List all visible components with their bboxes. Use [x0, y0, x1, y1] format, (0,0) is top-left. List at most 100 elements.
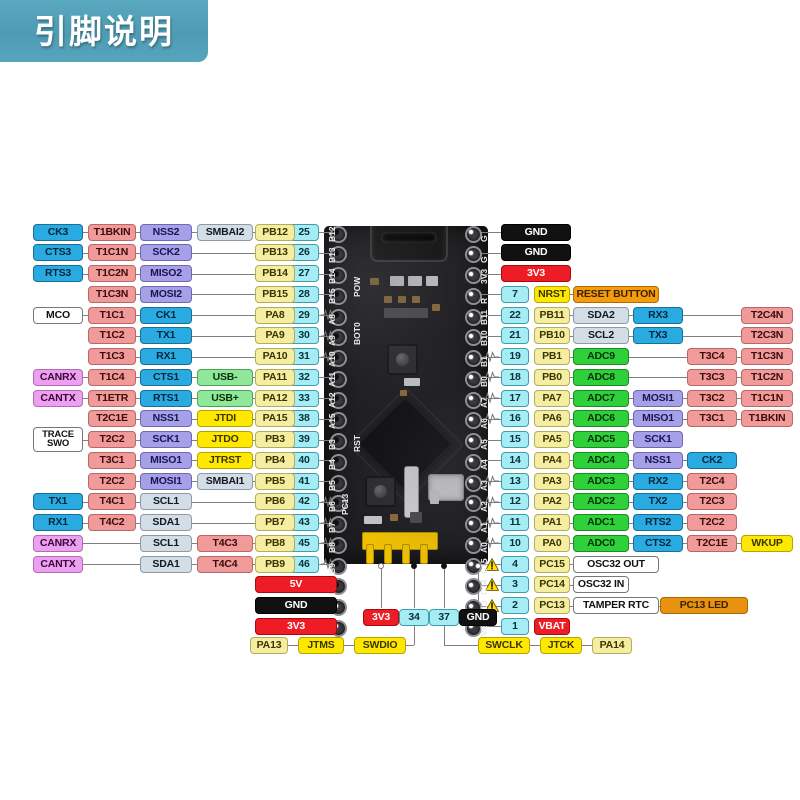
swd-pin-GND: GND: [459, 608, 497, 626]
signal-T1BKIN: T1BKIN: [741, 410, 793, 428]
alt-func-USB+: USB+: [197, 389, 253, 407]
alt-func-ADC4: ADC4: [573, 451, 629, 469]
smd-part: [430, 490, 439, 504]
pin-number-13: 13: [501, 472, 529, 490]
reset-button[interactable]: [365, 476, 396, 507]
timer-func-T4C1: T4C1: [88, 493, 136, 511]
timer-func-T3C2: T3C2: [687, 389, 737, 407]
swd-label-PA13: PA13: [250, 636, 288, 654]
connector-line: [570, 605, 573, 607]
connector-line: [192, 315, 255, 316]
silkscreen-label: A3: [479, 480, 489, 491]
alt-func-TAMPER-RTC: TAMPER RTC: [573, 597, 659, 614]
alt-func-RX3: RX3: [633, 306, 683, 324]
alt-func-ADC3: ADC3: [573, 472, 629, 490]
pin-name-PA4: PA4: [534, 451, 570, 469]
alt-func-SMBAI1: SMBAI1: [197, 472, 253, 490]
swd-header[interactable]: [362, 532, 438, 550]
connector-line: [737, 356, 741, 358]
connector-line: [136, 481, 140, 482]
silkscreen-label: C14: [479, 579, 489, 595]
timer-func-T2C1E: T2C1E: [687, 534, 737, 552]
connector-line: [83, 252, 88, 254]
silkscreen-label: A5: [479, 438, 489, 450]
alt-func-TX1: TX1: [140, 327, 192, 345]
connector-line: [83, 439, 88, 441]
pin-name-PA8: PA8: [255, 306, 295, 324]
smd-part: [400, 390, 407, 396]
signal-T1C1N: T1C1N: [741, 389, 793, 407]
board-pad-dot: [468, 332, 474, 339]
connector-line: [471, 605, 501, 607]
board-pad-dot: [333, 312, 339, 318]
connector-line: [570, 564, 573, 565]
header-banner: 引脚说明: [0, 0, 208, 62]
signal-T2C3N: T2C3N: [741, 327, 793, 345]
connector-line: [136, 439, 140, 441]
connector-line: [83, 232, 88, 233]
swd-pin[interactable]: [402, 544, 410, 564]
silkscreen-label: B5: [327, 480, 337, 491]
pin-number-26: 26: [289, 244, 319, 262]
silkscreen-mark: POW: [352, 276, 362, 297]
board-pad-dot: [468, 291, 474, 298]
connector-line: [570, 439, 573, 441]
silkscreen-label: A7: [479, 397, 489, 408]
connector-line: [136, 377, 140, 379]
connector-line: [319, 564, 330, 565]
connector-line: [319, 294, 330, 296]
connector-line: [136, 418, 140, 420]
pin-name-PB10: PB10: [534, 327, 570, 345]
pin-number-15: 15: [501, 431, 529, 448]
alt-func-CK1: CK1: [140, 306, 192, 324]
pin-number-18: 18: [501, 368, 529, 386]
connector-line: [319, 481, 330, 482]
wave-resistor-icon: [483, 412, 499, 425]
swd-label-PA14: PA14: [592, 636, 632, 654]
connector-line: [629, 543, 633, 545]
silkscreen-label: A0: [479, 542, 489, 554]
connector-line: [319, 439, 330, 441]
swd-label-JTMS: JTMS: [298, 636, 344, 654]
header-title: 引脚说明: [34, 11, 174, 51]
alt-func-TX3: TX3: [633, 327, 683, 345]
connector-line: [192, 335, 255, 337]
signal-RX1: RX1: [33, 514, 83, 531]
connector-line: [136, 335, 140, 337]
silkscreen-label: B9: [327, 563, 337, 574]
boot0-button[interactable]: [387, 344, 418, 375]
connector-line: [83, 564, 140, 565]
swd-pin[interactable]: [384, 544, 392, 564]
swd-pin[interactable]: [420, 544, 428, 564]
silkscreen-label: VB: [479, 624, 489, 637]
timer-func-T1ETR: T1ETR: [88, 389, 136, 407]
signal-CK3: CK3: [33, 223, 83, 241]
pin-number-4: 4: [501, 555, 529, 573]
connector-line: [136, 315, 140, 316]
connector-line: [683, 481, 687, 482]
connector-line: [570, 377, 573, 379]
swd-pin[interactable]: [366, 544, 374, 564]
silkscreen-label: B11: [479, 309, 489, 325]
wave-resistor-icon: [483, 537, 499, 550]
silkscreen-label: B15: [327, 288, 337, 305]
board-pad-dot: [333, 291, 339, 298]
connector-line: [683, 522, 687, 524]
smd-part: [384, 308, 428, 318]
pin-name-PA11: PA11: [255, 368, 295, 386]
connector-line: [136, 273, 140, 275]
pin-name-PB6: PB6: [255, 493, 295, 511]
timer-func-T1BKIN: T1BKIN: [88, 223, 136, 241]
alt-func-OSC32-OUT: OSC32 OUT: [573, 555, 659, 573]
pin-name-PA15: PA15: [255, 410, 295, 428]
connector-line: [319, 418, 330, 420]
connector-line: [471, 584, 501, 586]
crystal-main: [404, 466, 419, 518]
connector-line: [471, 564, 501, 565]
silkscreen-label: A15: [327, 413, 337, 429]
board-pad-dot: [468, 229, 474, 235]
timer-func-CK2: CK2: [687, 451, 737, 469]
smd-part: [390, 276, 404, 286]
swd-label-JTCK: JTCK: [540, 636, 582, 654]
silkscreen-label: A9: [327, 334, 337, 346]
